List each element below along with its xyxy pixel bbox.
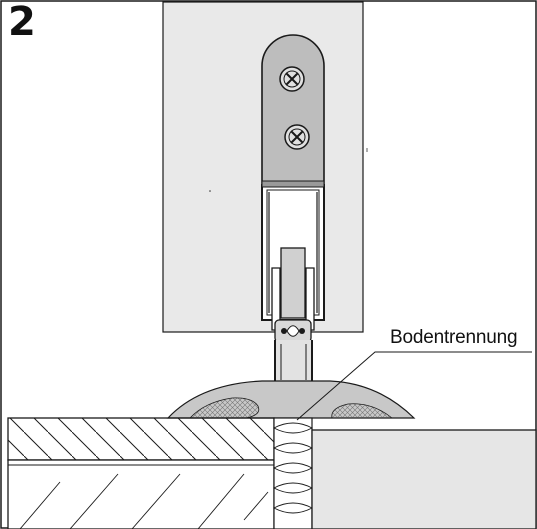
floor-slab-left-bottom — [7, 459, 275, 529]
floor-slab-left-top — [7, 417, 275, 461]
mounting-bracket — [261, 34, 325, 186]
threshold-seal-pad-left — [189, 397, 260, 419]
callout-leader-line — [296, 351, 532, 421]
door-dot — [209, 190, 211, 192]
floor-slab-left-hatch — [19, 473, 269, 529]
floor-separation-strip — [273, 417, 313, 529]
screw-bottom-icon — [284, 124, 310, 150]
floor-slab-right — [311, 429, 537, 529]
threshold-seal-pad-right — [331, 403, 394, 419]
step-number: 2 — [8, 0, 36, 45]
screw-top-icon — [279, 66, 305, 92]
seal-carriage — [271, 267, 315, 343]
sliding-block — [280, 247, 306, 319]
callout-label: Bodentrennung — [390, 327, 518, 348]
